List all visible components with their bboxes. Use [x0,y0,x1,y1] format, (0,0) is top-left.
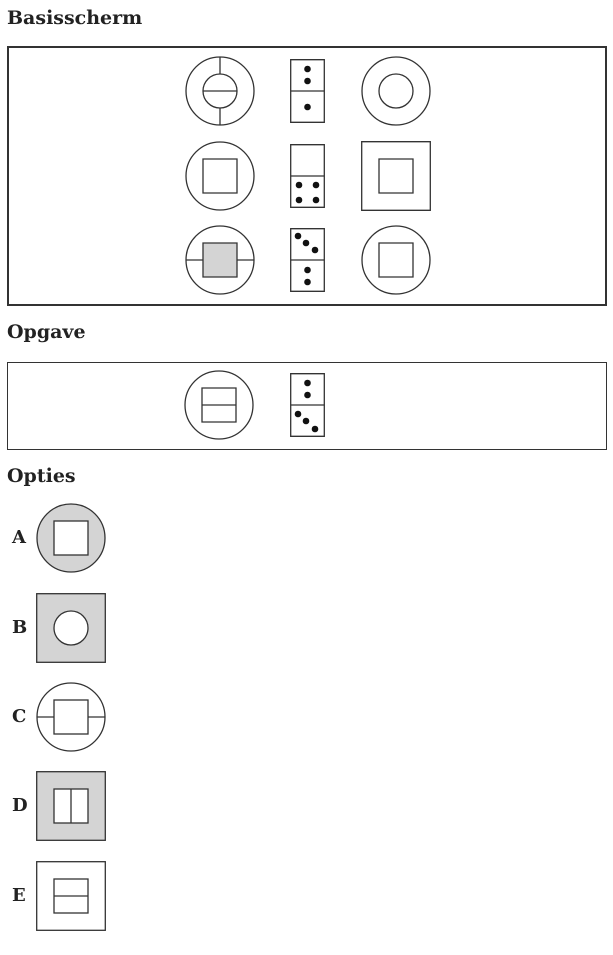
base-domino-r3 [290,228,325,292]
option-e-figure[interactable] [36,861,106,931]
task-panel [7,362,607,450]
option-d[interactable]: D [0,771,140,843]
task-figure [184,370,254,440]
option-letter: A [12,527,26,548]
base-figure-r1-c3 [361,56,431,126]
option-e[interactable]: E [0,861,140,933]
option-b[interactable]: B [0,593,140,665]
base-figure-r1-c1 [185,56,255,126]
option-letter: B [12,617,28,638]
options-title: Opties [7,465,76,487]
option-c[interactable]: C [0,682,140,754]
option-b-figure[interactable] [36,593,106,663]
task-title: Opgave [7,321,86,343]
option-letter: C [12,706,27,727]
option-a[interactable]: A [0,503,140,575]
base-screen-panel [7,46,607,306]
option-a-figure[interactable] [36,503,106,573]
option-c-figure[interactable] [36,682,106,752]
base-screen-title: Basisscherm [7,7,143,29]
option-letter: D [12,795,28,816]
task-domino [290,373,325,437]
base-figure-r3-c1 [185,225,255,295]
base-figure-r2-c3 [361,141,431,211]
base-figure-r2-c1 [185,141,255,211]
option-d-figure[interactable] [36,771,106,841]
base-domino-r1 [290,59,325,123]
base-domino-r2 [290,144,325,208]
option-letter: E [12,885,26,906]
base-figure-r3-c3 [361,225,431,295]
